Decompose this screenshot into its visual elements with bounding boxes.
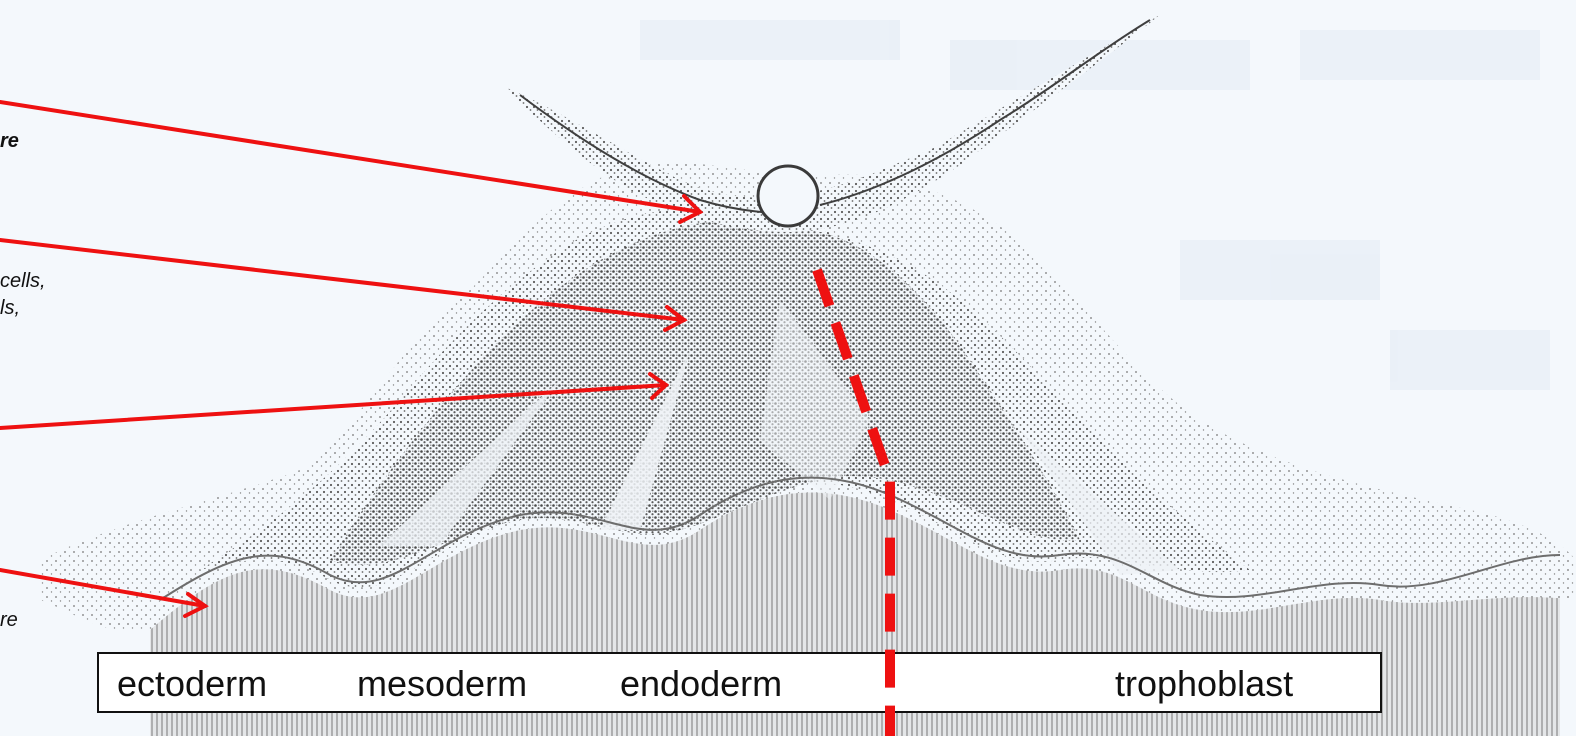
germ-layer-label-box: ectoderm mesoderm endoderm trophoblast xyxy=(97,652,1382,713)
annotation-note-3: ls, xyxy=(0,295,20,321)
annotation-note-1: re xyxy=(0,128,19,154)
annotation-note-4: re xyxy=(0,607,18,633)
label-ectoderm: ectoderm xyxy=(117,664,267,704)
label-trophoblast: trophoblast xyxy=(1115,664,1293,704)
annotation-note-2: cells, xyxy=(0,268,46,294)
label-mesoderm: mesoderm xyxy=(357,664,527,704)
label-endoderm: endoderm xyxy=(620,664,782,704)
